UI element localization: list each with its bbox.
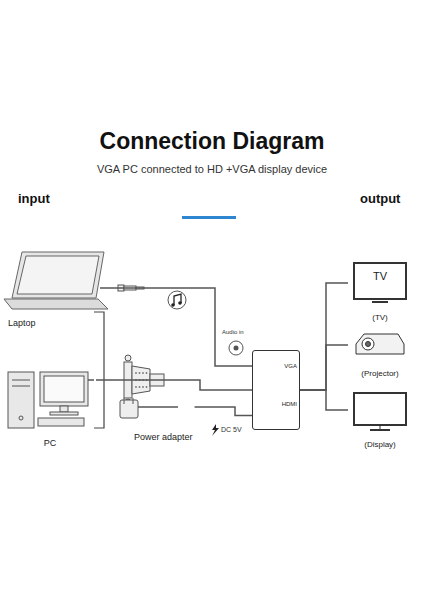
audio-in-jack [229,341,243,355]
projector-node: (Projector) [348,328,414,382]
tv-node: TV (TV) [348,258,414,326]
display-drawing [354,393,406,430]
display-node: (Display) [348,390,414,452]
cable-connector [300,345,348,390]
vga-pin [135,386,137,388]
port-label: Audio in [222,329,244,336]
node-text: Power adapter [134,432,193,442]
section-label: input [18,192,50,207]
vga-pin [135,372,137,374]
node-text: Laptop [8,318,36,328]
laptop-node: Laptop [4,248,112,332]
accent-bar [182,216,236,219]
vga-pin [139,386,141,388]
node-text: (TV) [348,313,412,322]
cable-connector [195,407,252,416]
projector-drawing [356,334,404,354]
subtitle: VGA PC connected to HD +VGA display devi… [0,163,424,176]
vga-pin [146,386,148,388]
node-text: (Projector) [348,369,412,378]
audio-symbol [168,291,186,309]
power-adapter-node: Power adapter [112,396,195,444]
vga-pin [146,372,148,374]
node-text: PC [6,438,94,448]
converter-box: VGA HDMI [252,350,300,430]
vga-pin [142,372,144,374]
node-text: HDMI [253,401,297,408]
vga-pin [139,372,141,374]
node-text: VGA [253,363,297,370]
diagram-title: Connection Diagram [0,128,424,154]
laptop-drawing [4,252,112,309]
cable-connector [96,380,252,390]
vga-pin [142,386,144,388]
pc-node: PC [6,362,96,452]
tv-drawing [354,263,406,302]
input-bracket [94,312,104,428]
cable-connector [300,283,348,390]
dc-symbol [212,424,219,436]
node-text: (Display) [348,440,412,449]
port-label: DC 5V [221,426,242,434]
node-text: TV [348,270,412,283]
section-label: output [360,192,400,207]
pc-drawing [8,372,94,428]
power-plug [120,398,178,418]
cable-connector [112,288,252,366]
cable-connector [300,390,348,410]
